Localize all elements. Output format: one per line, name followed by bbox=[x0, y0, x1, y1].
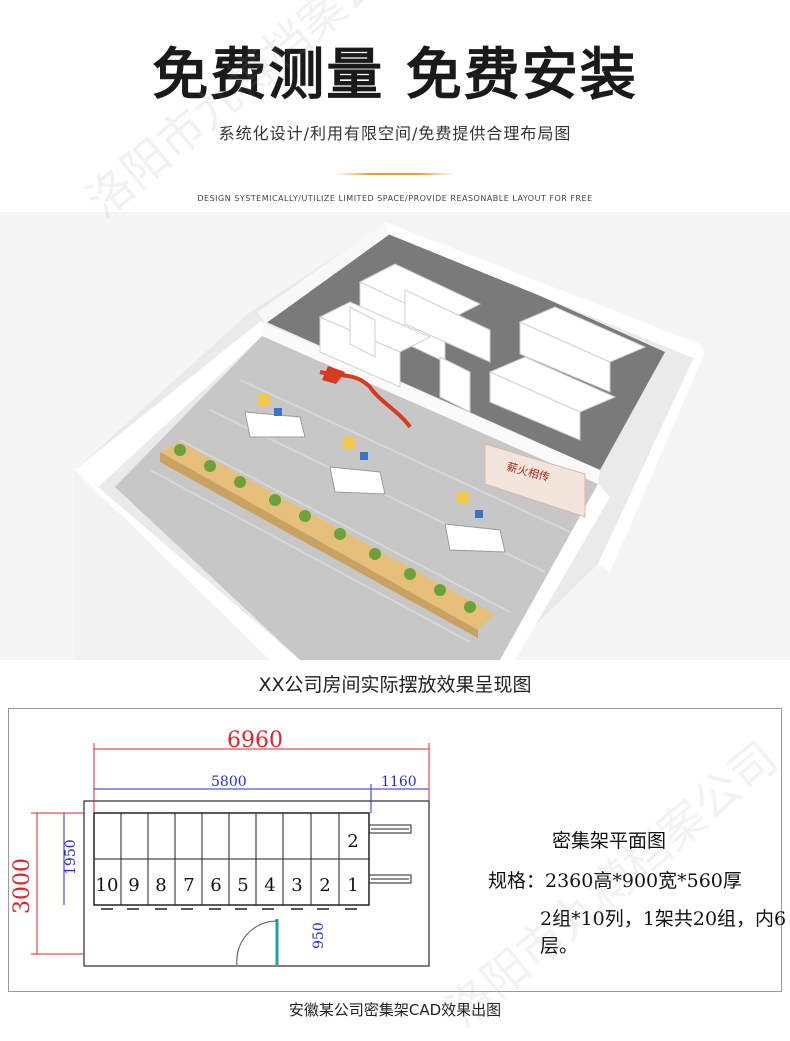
dimension-main: 5800 bbox=[211, 774, 247, 790]
office-render-image: 薪火相传 bbox=[0, 212, 790, 660]
spec-title: 密集架平面图 bbox=[552, 830, 667, 852]
column-label: 7 bbox=[183, 875, 194, 896]
spec-configuration: 2组*10列，1架共20组，内6层。 bbox=[540, 908, 787, 957]
column-label: 8 bbox=[155, 875, 166, 896]
cad-caption: 安徽某公司密集架CAD效果出图 bbox=[288, 1001, 502, 1019]
render-caption: XX公司房间实际摆放效果呈现图 bbox=[258, 674, 532, 696]
column-label: 2 bbox=[319, 875, 330, 896]
column-label-top: 2 bbox=[347, 831, 358, 852]
subheadline: 系统化设计/利用有限空间/免费提供合理布局图 bbox=[218, 124, 572, 143]
column-label: 5 bbox=[237, 875, 248, 896]
dimension-height: 3000 bbox=[10, 858, 35, 914]
column-label: 6 bbox=[210, 875, 221, 896]
cad-drawing-frame: 2 10 9 8 7 6 5 4 3 2 1 bbox=[8, 708, 782, 992]
column-label: 9 bbox=[128, 875, 139, 896]
dimension-total: 6960 bbox=[227, 728, 283, 753]
column-label: 3 bbox=[291, 875, 302, 896]
column-label: 4 bbox=[264, 875, 275, 896]
gold-divider bbox=[335, 173, 455, 175]
dimension-side: 1160 bbox=[381, 774, 417, 790]
dimension-inner: 1950 bbox=[63, 839, 79, 875]
column-label: 1 bbox=[347, 875, 358, 896]
headline: 免费测量 免费安装 bbox=[152, 43, 638, 108]
english-subheadline: DESIGN SYSTEMICALLY/UTILIZE LIMITED SPAC… bbox=[197, 194, 593, 203]
spec-dimensions: 规格：2360高*900宽*560厚 bbox=[488, 870, 742, 892]
cad-drawing: 2 10 9 8 7 6 5 4 3 2 1 bbox=[10, 728, 430, 967]
dimension-door: 950 bbox=[311, 922, 327, 949]
office-render-drawing: 薪火相传 bbox=[75, 222, 705, 660]
column-label: 10 bbox=[96, 875, 119, 896]
